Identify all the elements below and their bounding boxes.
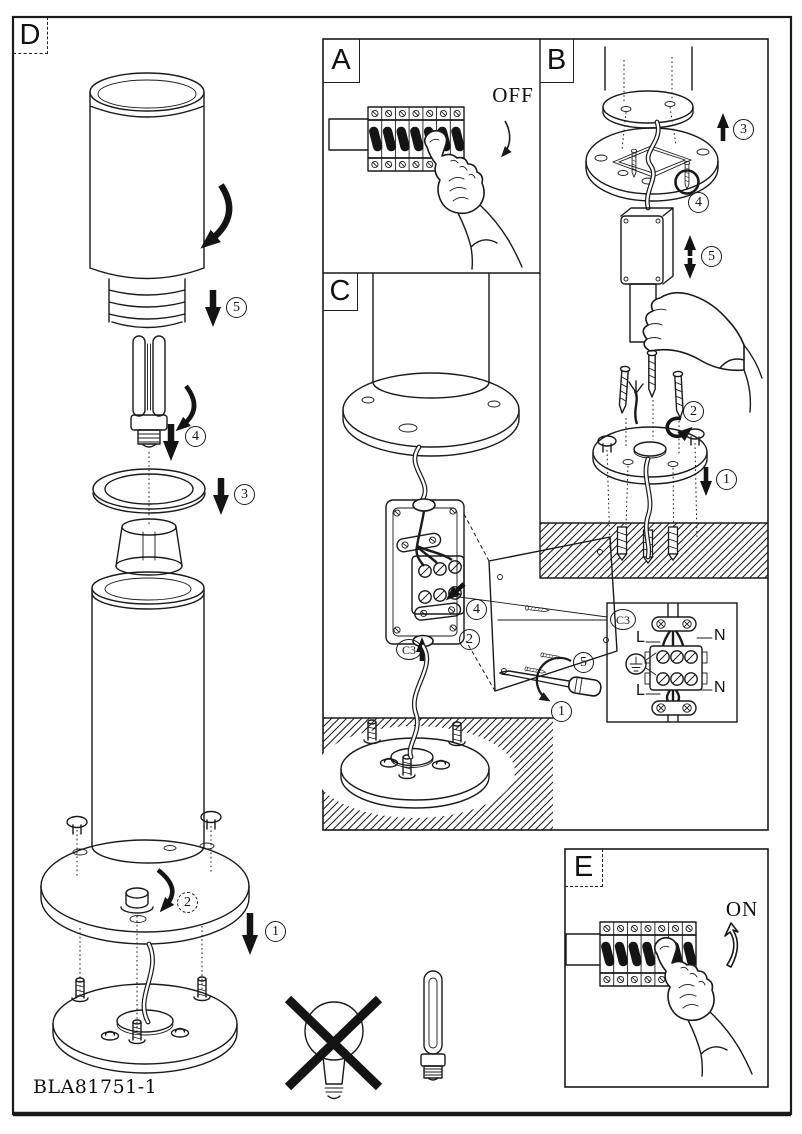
panel-c-illustration [315, 273, 618, 830]
earth-symbol-icon [625, 652, 657, 676]
anchor-ring-plate [592, 426, 708, 485]
terminal-label-l-bottom: L [636, 682, 645, 699]
step-badge-c5: 5 [573, 652, 594, 673]
step-badge-d1: 1 [265, 921, 286, 942]
panel-d-illustration [40, 72, 258, 1074]
fixing-screw [616, 365, 631, 414]
step-badge-d3: 3 [234, 484, 255, 505]
panel-a-illustration [328, 107, 523, 270]
on-direction-arrow [724, 922, 739, 968]
power-off-text: OFF [492, 83, 534, 107]
step-badge-d4: 4 [185, 426, 206, 447]
cfl-bulb [130, 335, 168, 448]
off-direction-arrow [501, 120, 512, 158]
panel-c-label: C [323, 273, 358, 311]
post-bolts [66, 810, 222, 876]
circled-screw-callout [674, 169, 700, 195]
post-flange [342, 372, 520, 457]
panel-e-illustration [565, 922, 753, 1077]
flange-wire [412, 444, 428, 505]
no-incandescent-symbol [284, 995, 383, 1100]
flange-rotate-arrow [156, 868, 175, 913]
panel-b-label: B [540, 39, 574, 83]
page-frame [11, 15, 793, 1117]
plate-wire [644, 119, 661, 211]
step-badge-b4: 4 [688, 192, 709, 213]
cfl-allowed-symbol [420, 970, 446, 1081]
shade-rotate-arrow [200, 183, 233, 249]
mains-wire [141, 941, 155, 1025]
panel-d-label: D [13, 17, 48, 54]
step-badge-c2: 2 [459, 629, 480, 650]
step-badge-b3: 3 [733, 119, 754, 140]
power-on-text: ON [725, 897, 759, 921]
screwdriver-rotate-arrow [535, 656, 572, 702]
flange [40, 839, 250, 945]
model-code: BLA81751-1 [33, 1076, 158, 1098]
insert-arrow [445, 582, 466, 601]
screwdriver [499, 670, 602, 697]
ground-hatch [315, 717, 554, 830]
terminal-label-l-top: L [636, 629, 645, 646]
pointing-hand [653, 936, 753, 1077]
gasket-ring [92, 468, 206, 514]
mounting-plate [585, 127, 719, 202]
c3-ref-badge: C3 [396, 639, 422, 660]
terminal-label-n-top: N [714, 627, 726, 644]
panel-a-label: A [323, 39, 360, 83]
step-badge-c1: 1 [551, 701, 572, 722]
holding-hand [642, 291, 763, 413]
panel-e-label: E [565, 849, 603, 887]
step-badge-b5: 5 [701, 246, 722, 267]
top-cover-disc [602, 90, 694, 129]
step2-rotate-arrow [665, 416, 693, 442]
pointing-hand [423, 129, 523, 270]
lamp-shade [89, 72, 205, 329]
box-to-ground-wire [407, 643, 430, 760]
step-badge-d5: 5 [226, 297, 247, 318]
step-badge-d2: 2 [177, 892, 198, 913]
panel-b-illustration [539, 46, 769, 578]
ground-plate [52, 976, 238, 1074]
junction-box-open [385, 498, 465, 648]
step-badge-b2: 2 [683, 401, 704, 422]
cover-screw [524, 666, 547, 675]
ground-wire [643, 456, 653, 560]
bulb-rotate-arrow [175, 384, 197, 432]
step-badge-b1: 1 [716, 469, 737, 490]
lamp-post [91, 571, 205, 847]
lamp-socket [115, 518, 183, 576]
ground-hatch [539, 522, 769, 578]
c3-detail-inset [625, 603, 713, 723]
stripped-wire [628, 380, 644, 425]
inset-c3-ref-badge: C3 [610, 609, 636, 630]
step-badge-c4: 4 [466, 599, 487, 620]
terminal-label-n-bottom: N [714, 679, 726, 696]
fixing-screw [646, 349, 658, 398]
